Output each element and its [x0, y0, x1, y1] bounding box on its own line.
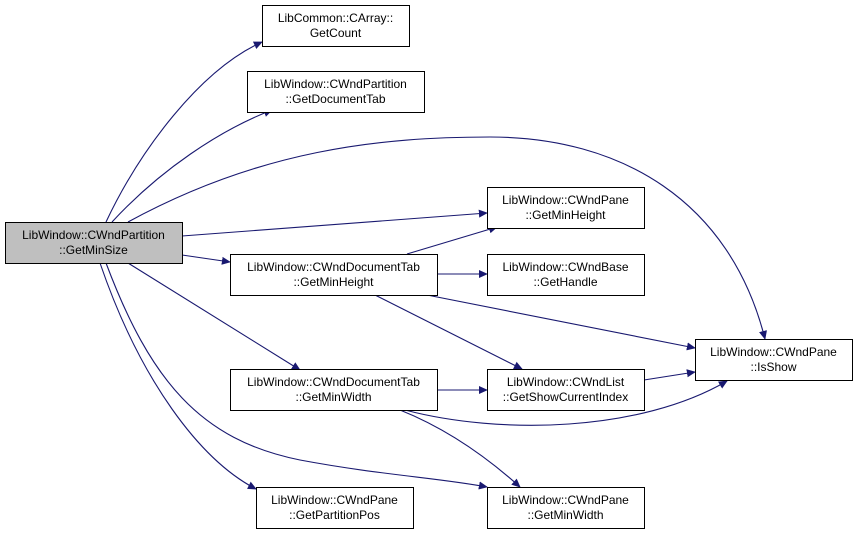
- node-box: [262, 5, 410, 47]
- node-list_getshowcurrentindex[interactable]: LibWindow::CWndList::GetShowCurrentIndex: [487, 369, 645, 411]
- node-label-line2: ::GetPartitionPos: [289, 508, 380, 522]
- node-box: [487, 369, 645, 411]
- edge-doctab_getminheight-to-pane_isshow: [426, 294, 696, 351]
- node-label-line2: ::GetHandle: [533, 275, 597, 289]
- node-pane_getminheight[interactable]: LibWindow::CWndPane::GetMinHeight: [487, 187, 645, 229]
- node-box: [230, 369, 438, 411]
- node-label-line1: LibWindow::CWndPartition: [264, 77, 407, 91]
- node-label-line2: ::IsShow: [750, 360, 796, 374]
- node-pane_getminwidth[interactable]: LibWindow::CWndPane::GetMinWidth: [487, 487, 645, 529]
- nodes-layer: LibWindow::CWndPartition::GetMinSize LibC…: [5, 5, 853, 529]
- edge-root-to-pane_getminheight: [181, 209, 488, 237]
- node-pane_isshow[interactable]: LibWindow::CWndPane::IsShow: [695, 339, 853, 381]
- edge-doctab_getminheight-to-list_getshowcurrentindex: [374, 294, 523, 370]
- node-box: [230, 254, 438, 296]
- node-box: [487, 254, 645, 296]
- node-label-line2: ::GetMinHeight: [293, 275, 374, 289]
- node-label-line2: ::GetDocumentTab: [285, 92, 385, 106]
- edge-doctab_getminheight-to-pane_getminheight: [406, 225, 498, 255]
- node-label-line1: LibWindow::CWndPane: [710, 345, 837, 359]
- node-doctab_getminheight[interactable]: LibWindow::CWndDocumentTab::GetMinHeight: [230, 254, 438, 296]
- node-label-line1: LibWindow::CWndPane: [502, 193, 629, 207]
- edge-root-to-pane_getminwidth: [105, 262, 488, 490]
- node-box: [487, 487, 645, 529]
- node-label-line1: LibWindow::CWndPane: [271, 493, 398, 507]
- node-base_gethandle[interactable]: LibWindow::CWndBase::GetHandle: [487, 254, 645, 296]
- edge-root-to-pane_getpartitionpos: [99, 262, 257, 490]
- node-label-line2: ::GetMinHeight: [525, 208, 606, 222]
- node-box: [247, 71, 425, 113]
- node-label-line1: LibWindow::CWndPane: [502, 493, 629, 507]
- node-box: [695, 339, 853, 381]
- edge-root-to-pane_isshow: [127, 136, 767, 340]
- edges-layer: [99, 41, 767, 490]
- node-label-line2: ::GetMinWidth: [295, 390, 371, 404]
- node-label-line1: LibWindow::CWndList: [507, 375, 625, 389]
- edge-doctab_getminwidth-to-pane_isshow: [404, 380, 728, 426]
- node-label-line2: GetCount: [310, 26, 362, 40]
- node-label-line2: ::GetShowCurrentIndex: [503, 390, 628, 404]
- node-label-line1: LibWindow::CWndBase: [502, 260, 628, 274]
- node-partition_getdocumenttab[interactable]: LibWindow::CWndPartition::GetDocumentTab: [247, 71, 425, 113]
- node-label-line2: ::GetMinSize: [59, 243, 128, 257]
- node-box: [256, 487, 414, 529]
- node-label-line1: LibWindow::CWndPartition: [22, 228, 165, 242]
- node-box: [5, 222, 183, 264]
- edge-doctab_getminwidth-to-pane_getminwidth: [399, 409, 521, 488]
- node-box: [487, 187, 645, 229]
- edge-root-to-doctab_getminheight: [181, 254, 231, 265]
- node-label-line1: LibWindow::CWndDocumentTab: [247, 260, 420, 274]
- node-root[interactable]: LibWindow::CWndPartition::GetMinSize: [5, 222, 183, 264]
- node-label-line2: ::GetMinWidth: [527, 508, 603, 522]
- node-pane_getpartitionpos[interactable]: LibWindow::CWndPane::GetPartitionPos: [256, 487, 414, 529]
- edge-root-to-partition_getdocumenttab: [111, 109, 273, 223]
- node-doctab_getminwidth[interactable]: LibWindow::CWndDocumentTab::GetMinWidth: [230, 369, 438, 411]
- edge-root-to-carray_getcount: [105, 41, 263, 223]
- edge-root-to-doctab_getminwidth: [127, 262, 301, 371]
- node-carray_getcount[interactable]: LibCommon::CArray::GetCount: [262, 5, 410, 47]
- node-label-line1: LibWindow::CWndDocumentTab: [247, 375, 420, 389]
- edge-list_getshowcurrentindex-to-pane_isshow: [643, 369, 696, 381]
- node-label-line1: LibCommon::CArray::: [278, 11, 393, 25]
